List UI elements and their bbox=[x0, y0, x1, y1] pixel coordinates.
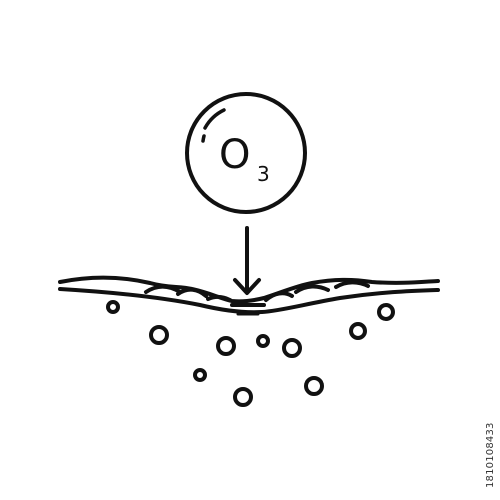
bubbles-icon bbox=[106, 300, 395, 407]
texture-stroke bbox=[264, 291, 294, 302]
bubble bbox=[233, 387, 253, 407]
bubble bbox=[349, 322, 367, 340]
bubble bbox=[304, 376, 324, 396]
texture-stroke bbox=[206, 294, 232, 302]
highlight-dot bbox=[201, 134, 206, 143]
molecule-label: O bbox=[219, 132, 250, 178]
highlight-arc bbox=[203, 108, 226, 130]
bubble bbox=[282, 338, 302, 358]
texture-stroke bbox=[334, 280, 370, 289]
bubble bbox=[106, 300, 120, 314]
bubble bbox=[193, 368, 207, 382]
bubble bbox=[256, 334, 270, 348]
skin-surface-icon bbox=[58, 275, 440, 316]
bubble bbox=[149, 325, 169, 345]
molecule-subscript: 3 bbox=[257, 162, 270, 186]
bubble bbox=[216, 336, 236, 356]
ozone-molecule-icon: O 3 bbox=[185, 92, 307, 214]
texture-stroke bbox=[294, 284, 330, 294]
texture-stroke bbox=[176, 287, 208, 298]
bubble bbox=[377, 303, 395, 321]
stock-image-id: 1810108433 bbox=[485, 422, 496, 488]
down-arrow-icon bbox=[233, 226, 261, 295]
texture-stroke bbox=[144, 284, 182, 294]
